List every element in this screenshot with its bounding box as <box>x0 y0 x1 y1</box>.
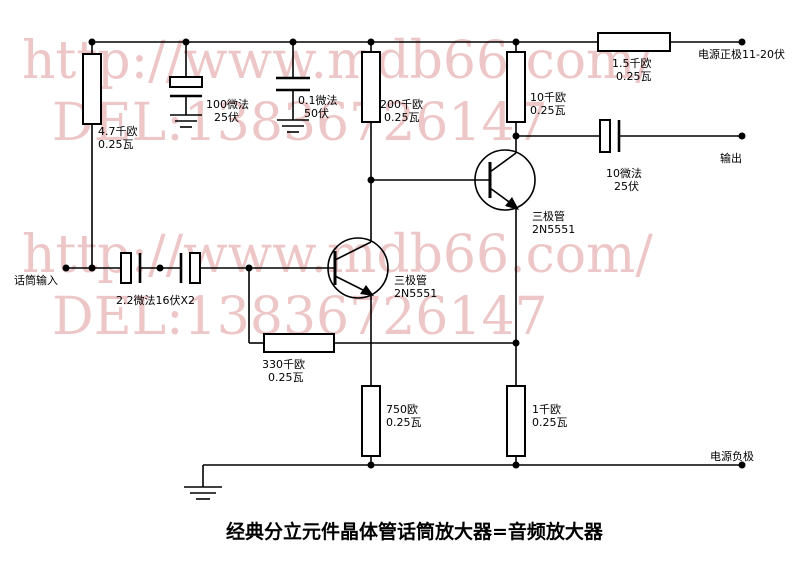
c1-value-label: 100微法 <box>206 97 249 111</box>
r5-power-label: 0.25瓦 <box>268 371 304 384</box>
r4-power-label: 0.25瓦 <box>616 70 652 83</box>
c5-voltage-label: 25伏 <box>614 179 639 193</box>
resistor-r4 <box>597 32 671 52</box>
resistor-r5 <box>263 333 335 353</box>
r6-power-label: 0.25瓦 <box>386 416 422 429</box>
c2-voltage-label: 50伏 <box>304 106 329 120</box>
junction-dot <box>367 176 375 184</box>
r5-value-label: 330千欧 <box>262 358 305 371</box>
input-caps-label: 2.2微法16伏X2 <box>116 293 195 307</box>
mic-input-label: 话筒输入 <box>14 273 58 287</box>
capacitor-c5 <box>599 119 621 153</box>
watermark-url-top: http://www.mdb66.com/ <box>22 31 653 91</box>
r1-power-label: 0.25瓦 <box>98 138 134 151</box>
q2-model-label: 2N5551 <box>532 223 575 236</box>
resistor-r6 <box>361 385 381 457</box>
q2-name-label: 三极管 <box>532 209 565 223</box>
capacitor-c2 <box>276 42 310 133</box>
c2-value-label: 0.1微法 <box>298 93 338 107</box>
resistor-r3 <box>506 51 526 123</box>
r3-power-label: 0.25瓦 <box>530 104 566 117</box>
r7-value-label: 1千欧 <box>532 403 561 416</box>
watermark-tel-top: DEL:13836726147 <box>52 93 548 153</box>
r7-power-label: 0.25瓦 <box>532 416 568 429</box>
diagram-title: 经典分立元件晶体管话筒放大器=音频放大器 <box>226 520 604 543</box>
q1-name-label: 三极管 <box>394 273 427 287</box>
power-positive-label: 电源正极11-20伏 <box>698 47 785 61</box>
r1-value-label: 4.7千欧 <box>98 125 138 138</box>
r6-value-label: 750欧 <box>386 403 418 416</box>
junction-dot <box>88 264 96 272</box>
output-terminal <box>738 132 746 140</box>
resistor-r7 <box>506 385 526 457</box>
r2-value-label: 200千欧 <box>380 98 423 111</box>
c5-value-label: 10微法 <box>606 166 642 180</box>
junction-dot <box>512 339 520 347</box>
watermark: http://www.mdb66.com/ DEL:13836726147 ht… <box>22 31 653 347</box>
negative-rail <box>184 461 746 500</box>
resistor-r1 <box>82 53 102 125</box>
r3-value-label: 10千欧 <box>530 91 566 104</box>
r2-power-label: 0.25瓦 <box>384 111 420 124</box>
output-label: 输出 <box>720 151 742 165</box>
c1-voltage-label: 25伏 <box>214 110 239 124</box>
transistor-q1 <box>327 237 389 299</box>
resistor-r2 <box>361 51 381 123</box>
junction-dot <box>156 264 164 272</box>
r4-value-label: 1.5千欧 <box>612 57 652 70</box>
q1-model-label: 2N5551 <box>394 287 437 300</box>
capacitor-c1 <box>169 42 203 128</box>
power-negative-label: 电源负极 <box>710 449 754 463</box>
